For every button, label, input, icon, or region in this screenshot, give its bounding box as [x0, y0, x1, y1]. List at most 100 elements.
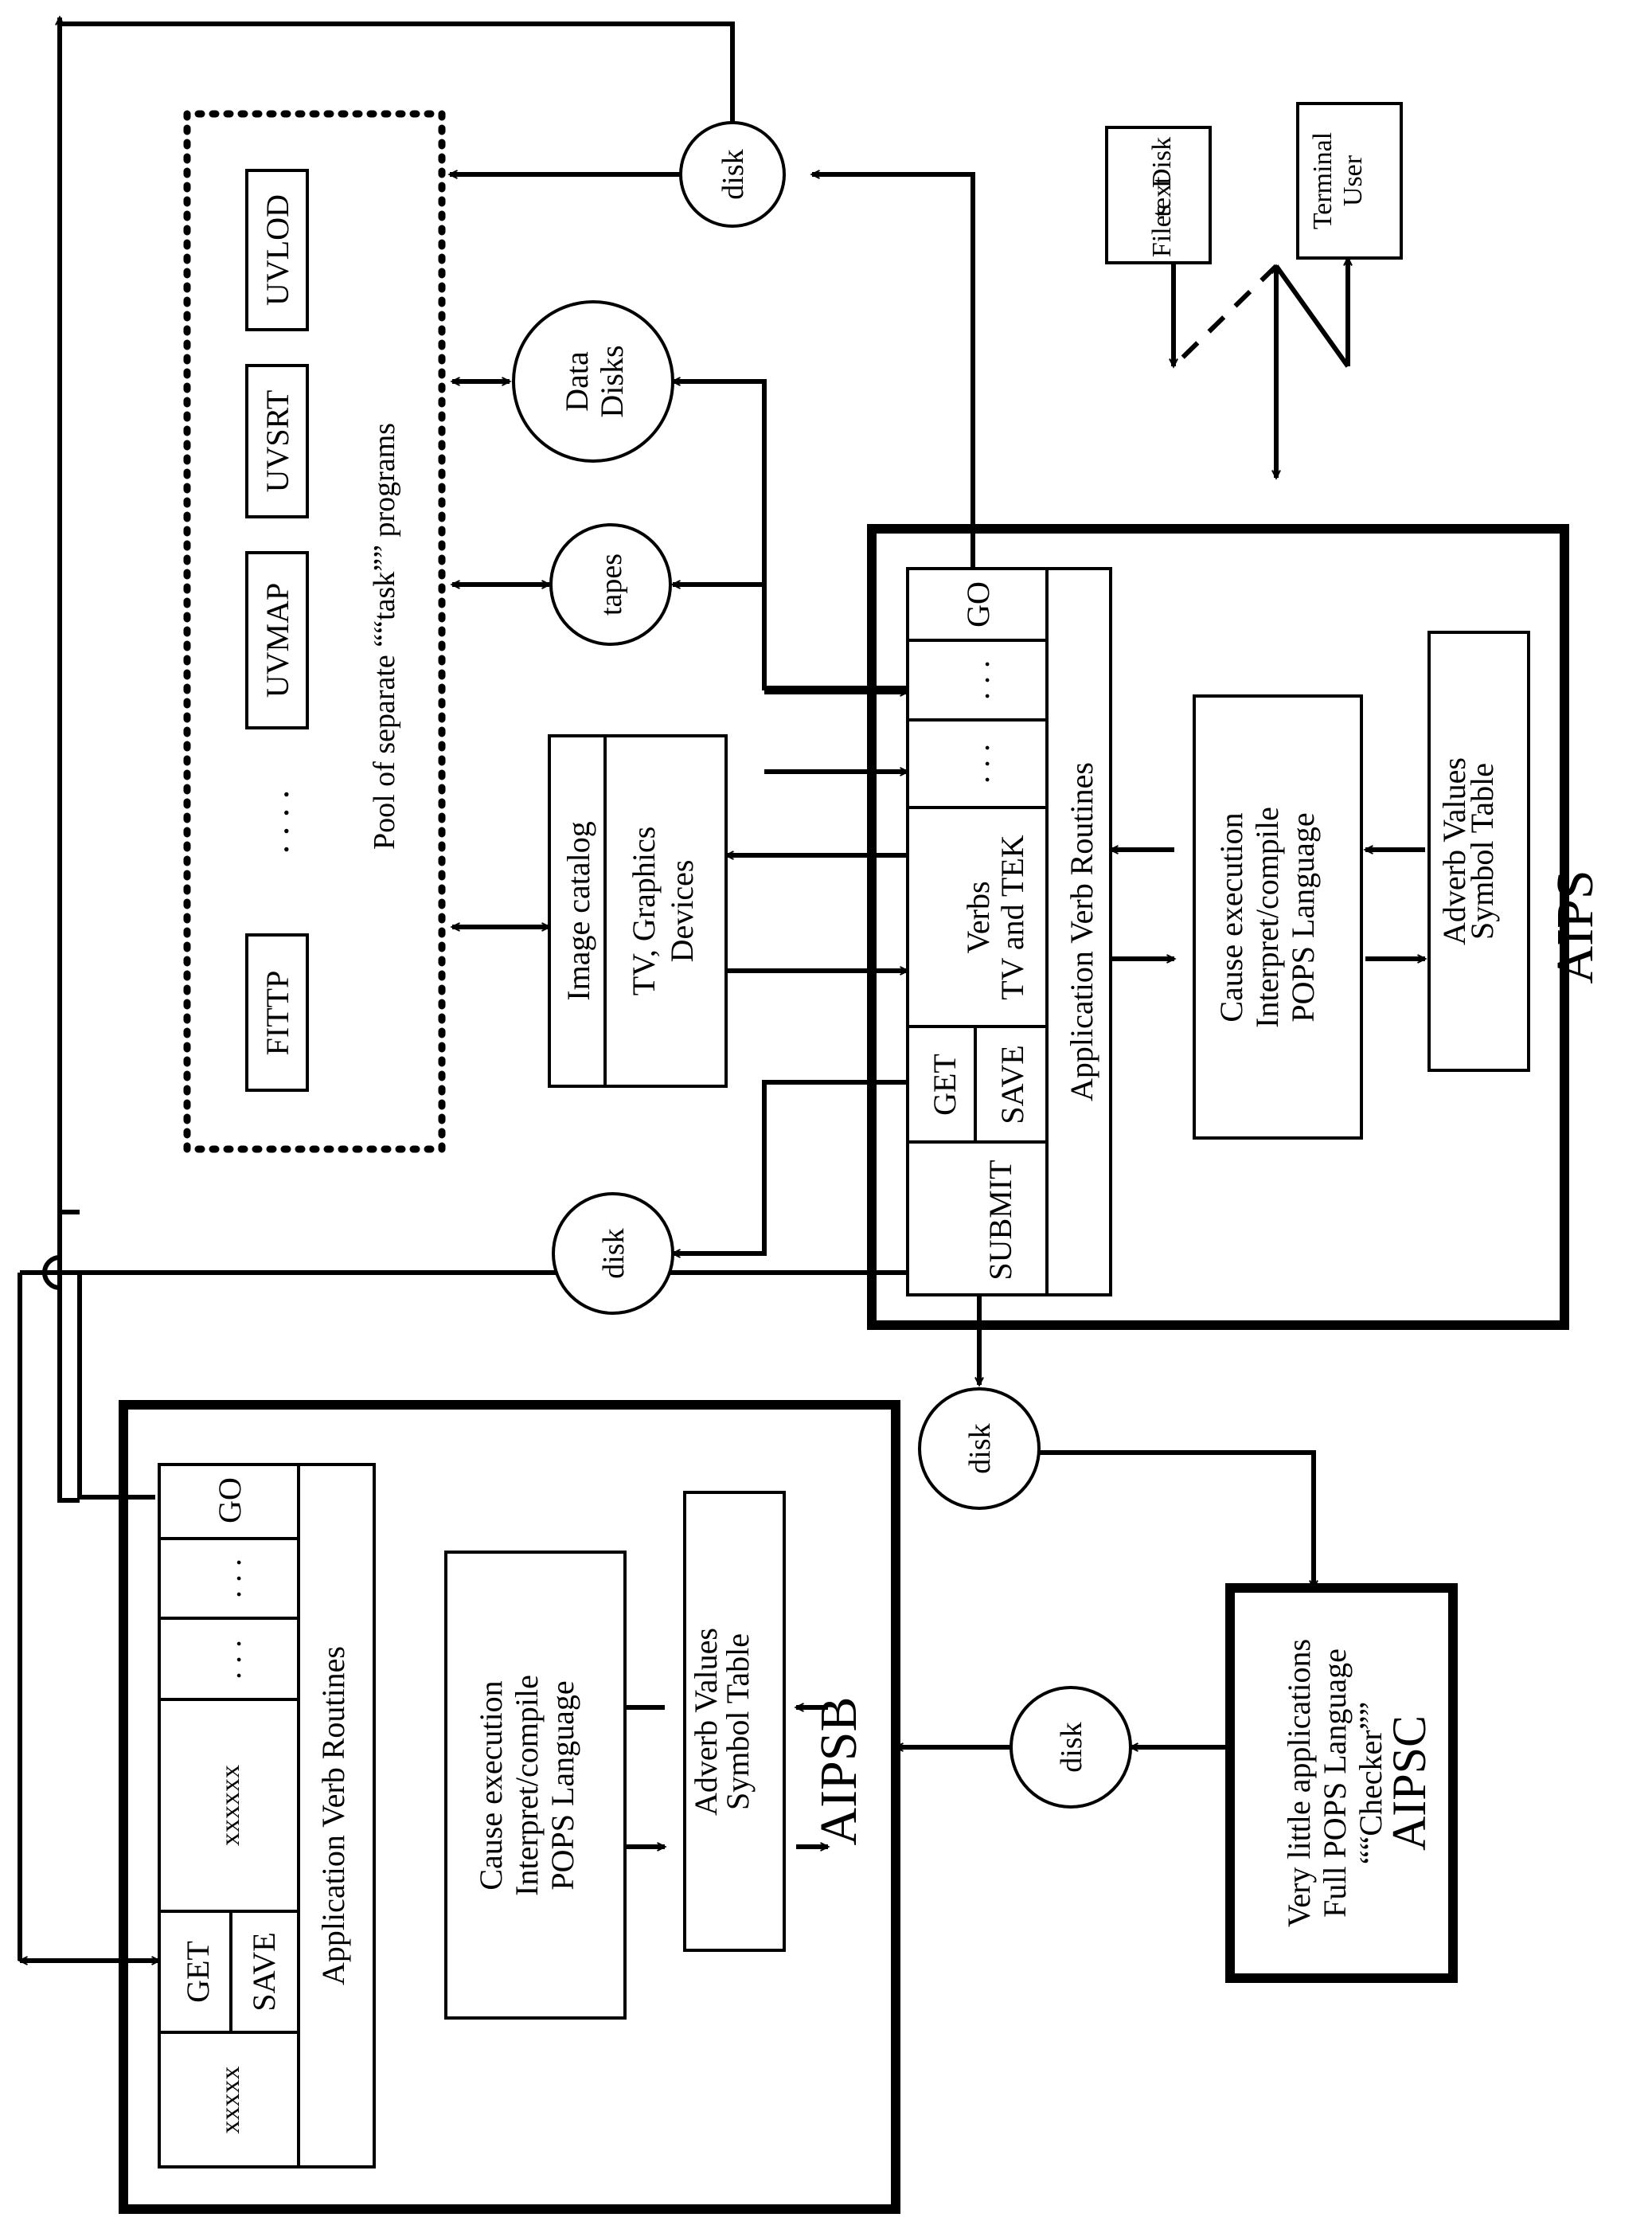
data-disks-line2: Disks: [594, 345, 630, 417]
aips-symbol-table-line1: Symbol Table: [1464, 763, 1500, 940]
aips-box: AIPS Symbol Table Adverb Values POPS Lan…: [867, 524, 1604, 1330]
aips-verb-routines-title: Application Verb Routines: [1064, 762, 1099, 1101]
task-box-uvlod: [245, 169, 309, 331]
lower-disk: disk: [552, 1192, 674, 1315]
aipsb-verb-x6[interactable]: xxxxxx: [216, 1765, 245, 1846]
aips-pops-line3: Cause execution: [1213, 812, 1249, 1022]
tv-label-line2: Devices: [664, 860, 700, 963]
lower-disk-circle: [552, 1192, 674, 1315]
task-box-uvmap: [245, 551, 309, 729]
user-terminal-line1: User: [1338, 154, 1368, 206]
tv-label-line1: TV, Graphics: [626, 827, 662, 996]
aipsb-symbol-table-line1: Symbol Table: [720, 1633, 756, 1810]
aips-title: AIPS: [1546, 870, 1604, 984]
data-disks-line: [673, 379, 908, 690]
aipsc-disk: disk: [1010, 1686, 1132, 1809]
data-disks-circle: [512, 300, 674, 463]
task-ellipsis: . . . .: [256, 790, 296, 854]
loop-from-aipsb-go: [77, 1288, 155, 1500]
aipsb-verb-dots-2[interactable]: . . .: [212, 1640, 248, 1680]
aips-verb-tv-tek-line1[interactable]: TV and TEK: [994, 835, 1030, 999]
fork-left: [1274, 264, 1350, 368]
task-box-uvsrt: [245, 364, 309, 518]
fork-dashed: [1171, 264, 1279, 369]
aipsc-disk-circle: [1010, 1686, 1132, 1809]
disk-text-files: Disk text Files: [1105, 126, 1212, 264]
task-uvmap: UVMAP: [260, 583, 295, 698]
aipsc-line2: Full POPS Language: [1317, 1648, 1353, 1918]
aipsb-verb-routines-title: Application Verb Routines: [315, 1646, 351, 1985]
aips-pops-line2: Interpret/compile: [1249, 807, 1285, 1028]
aipsc-box: AIPSC ““Checker”” Full POPS Language Ver…: [1225, 1583, 1458, 1983]
task-uvsrt: UVSRT: [260, 390, 295, 493]
submit-disk: disk: [918, 1387, 1041, 1510]
user-terminal-line2: Terminal: [1308, 132, 1338, 229]
aipsb-pops-box: [444, 1551, 627, 2020]
loop-to-top-disk: [60, 22, 737, 133]
aips-symbol-table-line2: Adverb Values: [1436, 757, 1472, 945]
aipsc-border: [1225, 1583, 1458, 1983]
aipsb-title: AIPSB: [810, 1696, 868, 1845]
aipsb-verb-get[interactable]: GET: [180, 1941, 216, 2003]
aipsb-symbol-table-box: [683, 1491, 786, 1952]
task-uvlod: UVLOD: [260, 194, 295, 306]
disk-text-files-line1: Disk: [1147, 137, 1177, 188]
task-box-fittp: [245, 933, 309, 1092]
tv-graphics-devices: Image catalog TV, Graphics Devices: [548, 734, 728, 1088]
loop-line-top: [57, 24, 80, 1503]
connection-lines: [18, 15, 1427, 1965]
disk-text-files-line3: Files: [1147, 205, 1177, 257]
disk-text-files-box: [1105, 126, 1212, 264]
save-get-to-lower-disk: [673, 1080, 908, 1256]
aipsb-verb-x5[interactable]: xxxxx: [216, 2067, 245, 2134]
aipsb-pops-line2: Interpret/compile: [509, 1675, 545, 1896]
aips-verb-go[interactable]: GO: [960, 581, 996, 628]
aipsc-disk-label: disk: [1055, 1722, 1088, 1772]
data-disks: Data Disks: [512, 300, 674, 463]
go-to-top-disk: [810, 170, 975, 570]
submit-disk-label: disk: [963, 1423, 997, 1473]
aipsb-verb-routines-box: [158, 1463, 376, 2168]
aips-verb-tv-tek-line2[interactable]: Verbs: [960, 881, 996, 953]
aips-verb-dots-2[interactable]: . . .: [960, 744, 996, 784]
lower-disk-label: disk: [597, 1228, 631, 1278]
aips-verb-submit[interactable]: SUBMIT: [982, 1160, 1018, 1280]
aips-pops-box: [1193, 694, 1363, 1140]
task-pool-title: Pool of separate ““task”” programs: [368, 423, 401, 850]
aipsb-box: AIPSB Symbol Table Adverb Values POPS La…: [119, 1400, 900, 2214]
user-terminal: User Terminal: [1296, 102, 1403, 260]
aipsc-line3: Very little applications: [1281, 1639, 1317, 1927]
aipsb-pops-line3: Cause execution: [473, 1680, 509, 1890]
aips-verb-get[interactable]: GET: [927, 1054, 963, 1116]
tv-devices-box: [548, 734, 728, 1088]
aipsb-verb-go[interactable]: GO: [212, 1477, 248, 1523]
aipsc-title: AIPSC: [1383, 1715, 1435, 1851]
aips-verb-dots-1[interactable]: . . .: [960, 660, 996, 700]
aipsb-pops-line1: POPS Language: [545, 1680, 580, 1890]
disk-text-files-line2: text: [1147, 176, 1177, 217]
aipsb-verb-save[interactable]: SAVE: [246, 1932, 282, 2011]
task-pool-border: [183, 110, 446, 1153]
aips-pops-line1: POPS Language: [1285, 812, 1321, 1022]
user-terminal-box: [1296, 102, 1403, 260]
task-pool: Pool of separate ““task”” programs UVLOD…: [183, 110, 446, 1153]
data-disks-line1: Data: [559, 351, 595, 412]
image-catalog-label: Image catalog: [560, 821, 596, 1000]
tapes-label: tapes: [595, 553, 628, 616]
tapes-circle: [549, 523, 672, 646]
top-disk-circle: [679, 121, 786, 228]
aipsb-border: [119, 1400, 900, 2214]
top-disk-label: disk: [717, 149, 750, 199]
aips-border: [867, 524, 1569, 1330]
aipsc-line1: ““Checker””: [1353, 1702, 1388, 1864]
aipsb-symbol-table-line2: Adverb Values: [688, 1628, 724, 1816]
submit-disk-circle: [918, 1387, 1041, 1510]
aips-symbol-table-box: [1427, 631, 1530, 1072]
aips-verb-routines-box: [906, 567, 1112, 1296]
aips-verb-save[interactable]: SAVE: [994, 1045, 1030, 1124]
task-fittp: FITTP: [260, 971, 295, 1056]
top-disk: disk: [679, 121, 786, 228]
aipsb-verb-dots-1[interactable]: . . .: [212, 1558, 248, 1598]
disk-to-aipsc: [1039, 1450, 1318, 1590]
